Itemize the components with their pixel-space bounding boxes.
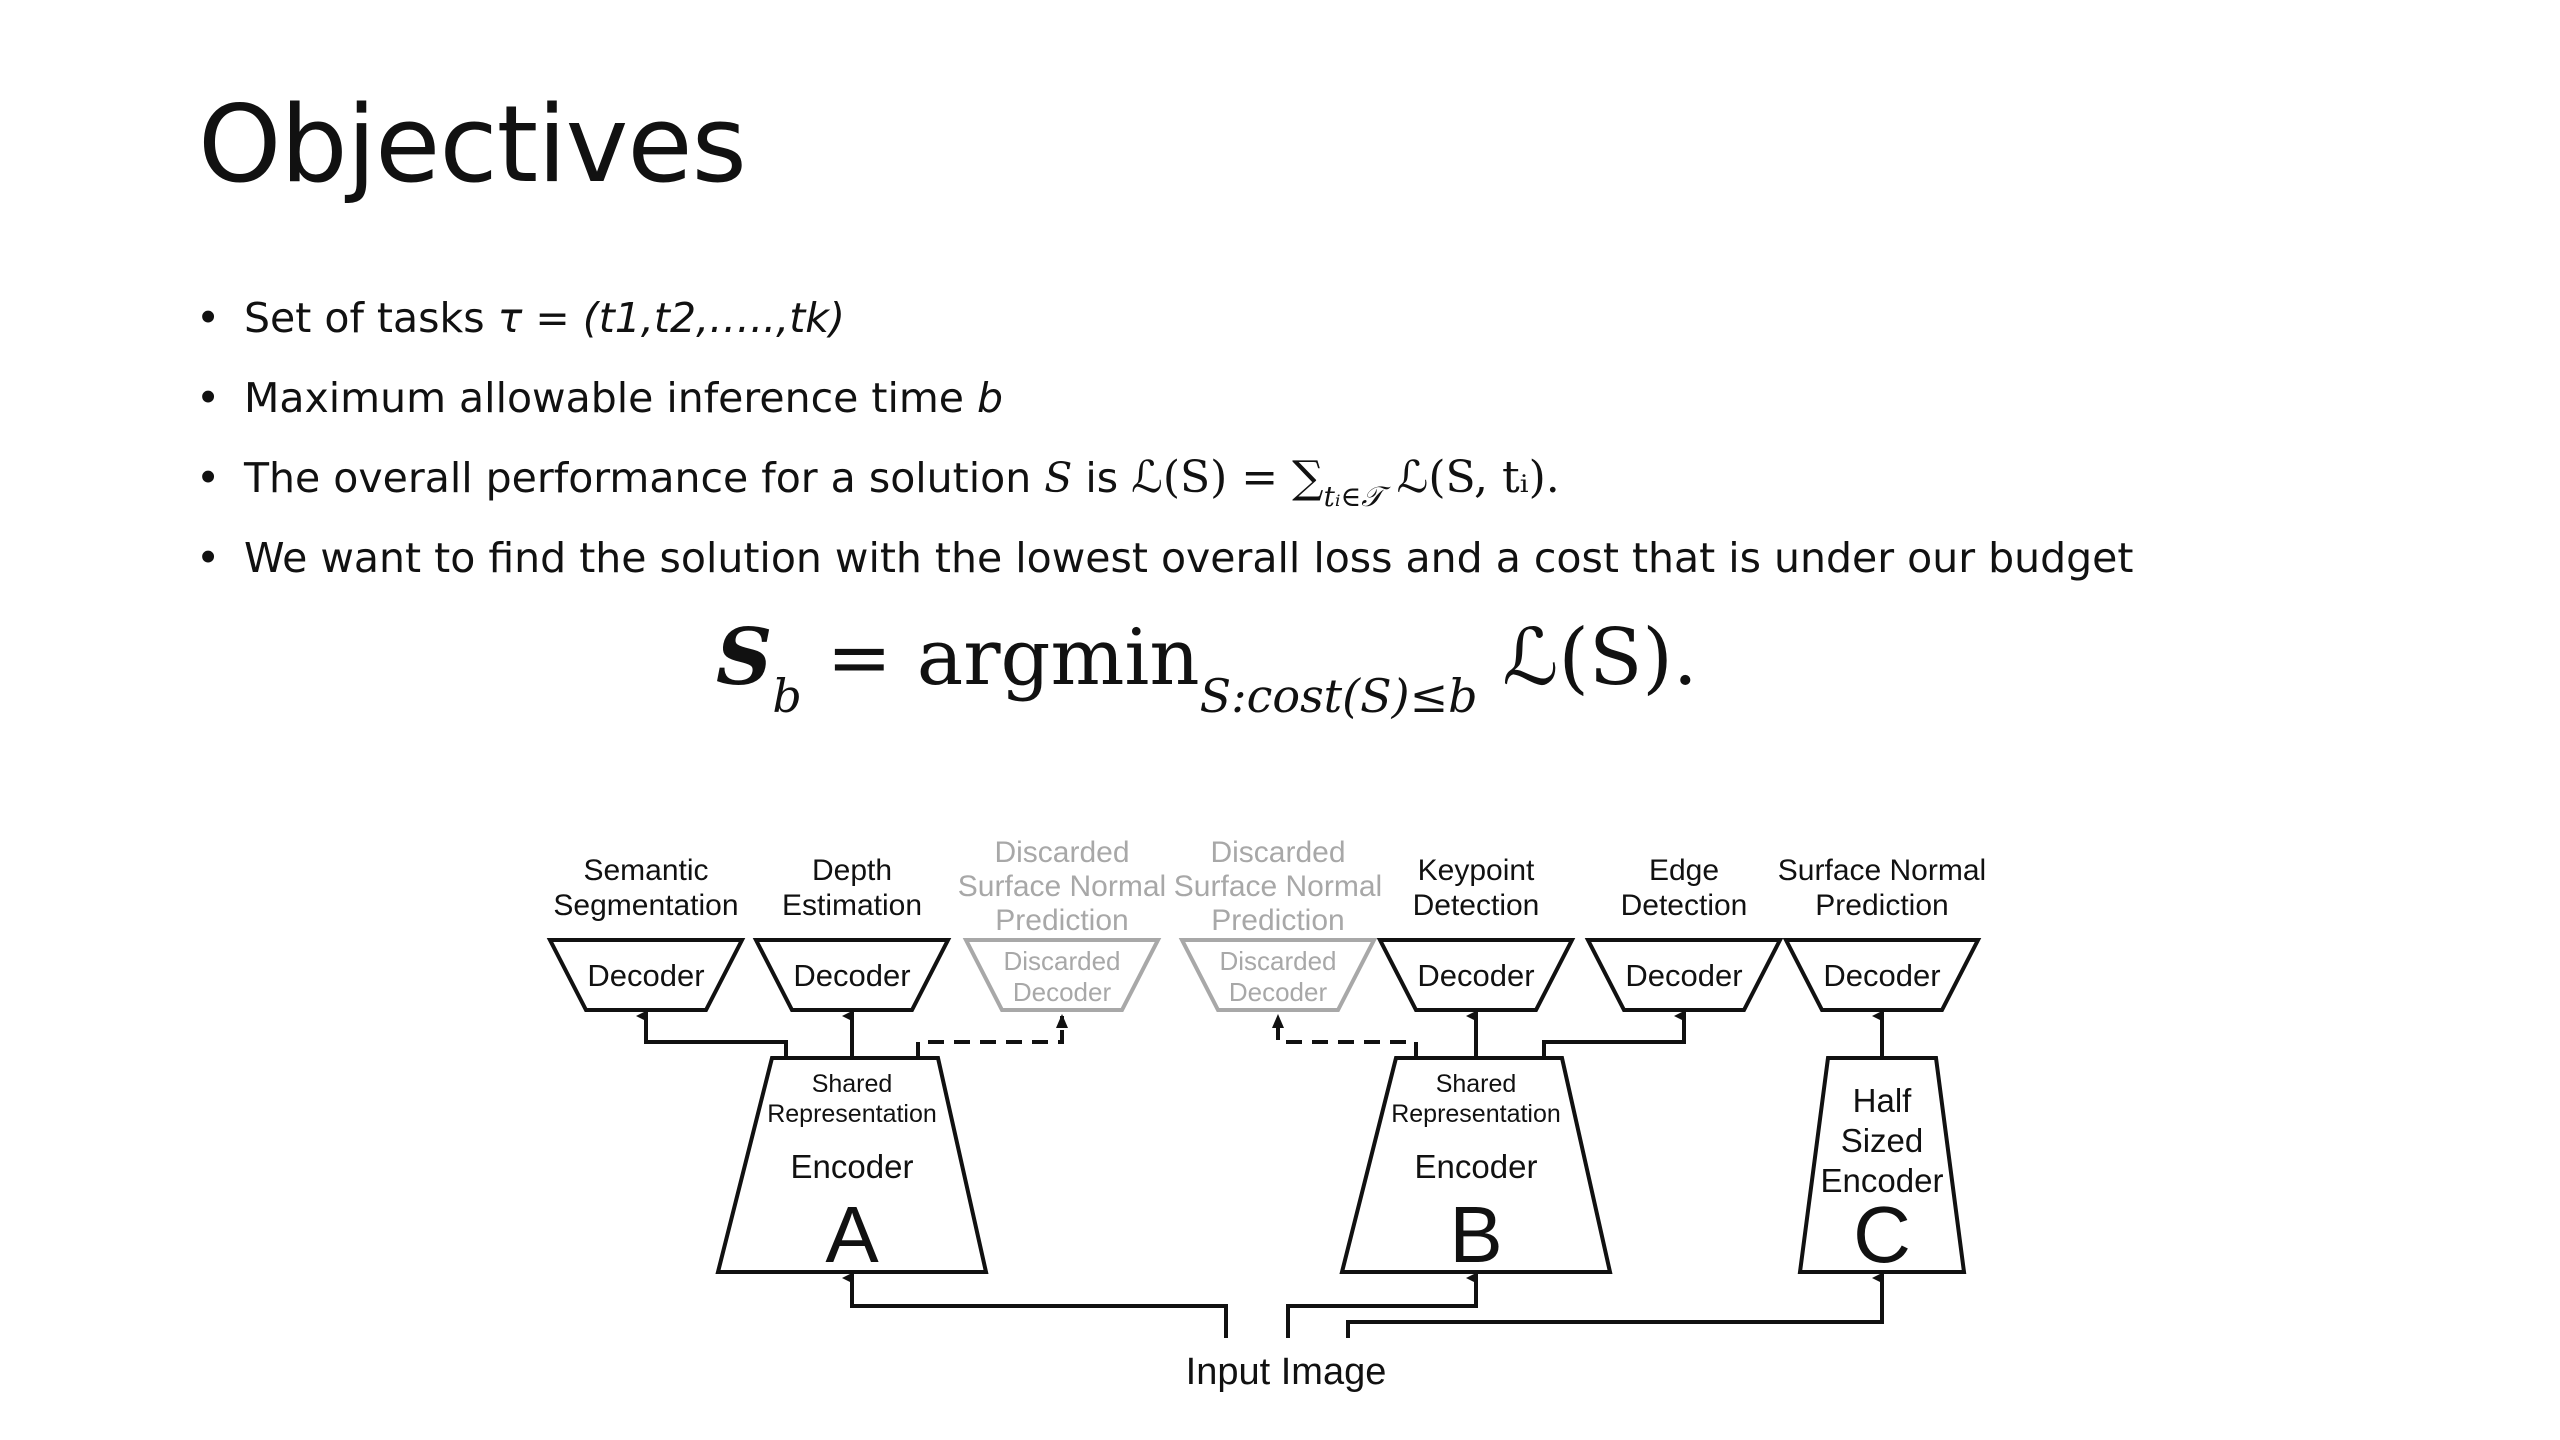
svg-text:Representation: Representation — [767, 1100, 937, 1128]
output-label-keypoint-detection: Keypoint Detection — [1413, 854, 1540, 922]
svg-text:Encoder: Encoder — [791, 1148, 914, 1185]
svg-text:Decoder: Decoder — [587, 958, 704, 993]
connector-a-outputs — [636, 1010, 854, 1058]
bullet-text: Maximum allowable inference time — [244, 374, 978, 422]
svg-text:B: B — [1449, 1190, 1502, 1279]
svg-text:Estimation: Estimation — [782, 889, 922, 922]
svg-text:Representation: Representation — [1391, 1100, 1561, 1128]
connector-b-outputs — [1466, 1010, 1686, 1058]
svg-text:Edge: Edge — [1649, 854, 1719, 887]
svg-text:Segmentation: Segmentation — [553, 889, 738, 922]
output-label-edge-detection: Edge Detection — [1621, 854, 1748, 922]
svg-text:Discarded: Discarded — [1210, 836, 1345, 869]
decoder-edge: Decoder — [1584, 938, 1784, 1012]
decoder-surface-normal: Decoder — [1782, 938, 1982, 1012]
svg-text:Detection: Detection — [1621, 889, 1748, 922]
bullet-item-budget: • Maximum allowable inference time b — [196, 358, 2396, 438]
input-image-label: Input Image — [1186, 1351, 1387, 1393]
connector-input — [842, 1272, 1884, 1338]
output-label-semantic-segmentation: Semantic Segmentation — [553, 854, 738, 922]
budget-variable: b — [977, 374, 1004, 422]
decoder-semantic: Decoder — [546, 938, 746, 1012]
formula-constraint: S:cost(S)≤b — [1199, 669, 1478, 723]
bullet-text: The overall performance for a solution — [244, 454, 1045, 502]
svg-text:Detection: Detection — [1413, 889, 1540, 922]
svg-text:Surface Normal: Surface Normal — [1174, 870, 1382, 903]
svg-text:Shared: Shared — [812, 1070, 893, 1098]
svg-text:Prediction: Prediction — [995, 904, 1128, 937]
encoder-b: Shared Representation Encoder B — [1339, 1056, 1613, 1279]
bullet-item-goal: • We want to find the solution with the … — [196, 518, 2396, 598]
svg-text:Decoder: Decoder — [793, 958, 910, 993]
svg-text:Sized: Sized — [1841, 1122, 1924, 1159]
slide-title: Objectives — [198, 83, 747, 206]
svg-text:Discarded: Discarded — [1003, 946, 1120, 976]
svg-text:Decoder: Decoder — [1823, 958, 1940, 993]
formula-rhs: ℒ(S). — [1477, 613, 1698, 703]
connector-a-discarded — [916, 1014, 1068, 1058]
formula-argmin: = argmin — [801, 613, 1200, 703]
encoder-c: Half Sized Encoder C — [1797, 1056, 1967, 1279]
bullet-list: • Set of tasks τ = (t1,t2,…..,tk) • Maxi… — [196, 278, 2396, 598]
svg-text:Surface Normal: Surface Normal — [958, 870, 1166, 903]
svg-text:Depth: Depth — [812, 854, 892, 887]
svg-text:Discarded: Discarded — [1219, 946, 1336, 976]
bullet-item-performance: • The overall performance for a solution… — [196, 438, 2396, 518]
argmin-formula: Sb = argminS:cost(S)≤b ℒ(S). — [716, 612, 1698, 723]
svg-text:Discarded: Discarded — [994, 836, 1129, 869]
svg-text:Prediction: Prediction — [1211, 904, 1344, 937]
svg-text:Decoder: Decoder — [1417, 958, 1534, 993]
svg-text:Encoder: Encoder — [1415, 1148, 1538, 1185]
output-label-depth-estimation: Depth Estimation — [782, 854, 922, 922]
svg-text:Keypoint: Keypoint — [1418, 854, 1535, 887]
decoder-discarded-1: Discarded Decoder — [962, 938, 1162, 1012]
bullet-text: Set of tasks — [244, 294, 498, 342]
svg-text:Decoder: Decoder — [1013, 977, 1112, 1007]
loss-formula: ℒ(S) = ∑tᵢ∈𝒯 ℒ(S, tᵢ). — [1131, 452, 1560, 513]
bullet-item-tasks: • Set of tasks τ = (t1,t2,…..,tk) — [196, 278, 2396, 358]
decoder-depth: Decoder — [752, 938, 952, 1012]
svg-text:Decoder: Decoder — [1229, 977, 1328, 1007]
encoder-a: Shared Representation Encoder A — [715, 1056, 989, 1279]
svg-text:C: C — [1853, 1190, 1911, 1279]
svg-text:Semantic: Semantic — [583, 854, 708, 887]
tasks-set-math: τ = (t1,t2,…..,tk) — [497, 294, 846, 342]
output-label-discarded-surface-normal-1: Discarded Surface Normal Prediction — [958, 836, 1166, 937]
svg-text:Prediction: Prediction — [1815, 889, 1948, 922]
connector-b-discarded — [1272, 1014, 1418, 1058]
solution-variable: S — [1044, 454, 1073, 502]
output-label-surface-normal-prediction: Surface Normal Prediction — [1778, 854, 1986, 922]
formula-lhs-sub: b — [772, 669, 802, 723]
bullet-text: We want to find the solution with the lo… — [244, 534, 2134, 582]
svg-text:Decoder: Decoder — [1625, 958, 1742, 993]
output-label-discarded-surface-normal-2: Discarded Surface Normal Prediction — [1174, 836, 1382, 937]
svg-text:A: A — [825, 1190, 879, 1279]
svg-text:Surface Normal: Surface Normal — [1778, 854, 1986, 887]
decoder-discarded-2: Discarded Decoder — [1178, 938, 1378, 1012]
svg-text:Half: Half — [1853, 1082, 1913, 1119]
decoder-keypoint: Decoder — [1376, 938, 1576, 1012]
svg-text:Encoder: Encoder — [1821, 1162, 1944, 1199]
bullet-text-mid: is — [1072, 454, 1132, 502]
svg-text:Shared: Shared — [1436, 1070, 1517, 1098]
formula-lhs: S — [716, 612, 773, 703]
